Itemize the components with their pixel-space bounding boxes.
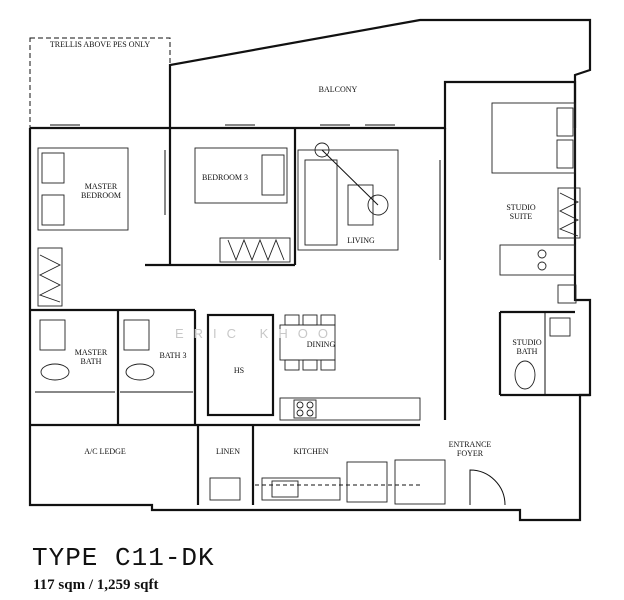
studio-wardrobe: [557, 187, 581, 239]
label-studio-bath-2: BATH: [517, 347, 538, 356]
hob-burner-1: [296, 401, 304, 409]
label-master-bedroom-2: BEDROOM: [81, 191, 121, 200]
studio-kitchenette: [499, 244, 576, 276]
hob: [293, 399, 317, 419]
balcony-wall: [168, 18, 592, 128]
studio-sink: [557, 284, 577, 304]
fridge: [346, 461, 388, 503]
label-entrance-2: FOYER: [457, 449, 484, 458]
studio-hob-1: [537, 249, 547, 259]
bath3-toilet: [125, 363, 155, 381]
label-dining: DINING: [307, 340, 336, 349]
bedroom3-bed: [194, 147, 288, 204]
floor-plan: ERIC KHOO TRELLIS ABOVE PES ONLY BALCONY…: [28, 18, 592, 522]
watermark: ERIC KHOO: [175, 326, 338, 341]
master-bath-toilet: [40, 363, 70, 381]
master-pillow-2: [41, 194, 65, 226]
label-master-bedroom-1: MASTER: [85, 182, 118, 191]
master-pillow-1: [41, 152, 65, 184]
studio-pillow-2: [556, 139, 574, 169]
sofa: [304, 159, 338, 246]
dining-chair-5: [302, 359, 318, 371]
dining-chair-6: [320, 359, 336, 371]
studio-pillow-1: [556, 107, 574, 137]
hob-burner-3: [296, 409, 304, 417]
label-trellis: TRELLIS ABOVE PES ONLY: [50, 40, 151, 49]
shoe-cabinet: [394, 459, 446, 505]
master-wardrobe: [37, 247, 63, 307]
tv-console: [347, 184, 374, 226]
hob-burner-2: [306, 401, 314, 409]
hs-room: [206, 313, 275, 417]
label-hs: HS: [234, 366, 244, 375]
label-studio-suite-1: STUDIO: [506, 203, 536, 212]
entrance-door-swing: [469, 469, 506, 506]
label-bedroom3: BEDROOM 3: [202, 173, 248, 182]
label-entrance-1: ENTRANCE: [449, 440, 492, 449]
label-bath3: BATH 3: [160, 351, 187, 360]
bedroom3-wardrobe: [219, 237, 291, 263]
studio-bed: [491, 102, 576, 174]
unit-area: 117 sqm / 1,259 sqft: [33, 577, 159, 593]
bath3-basin: [123, 319, 150, 351]
label-kitchen: KITCHEN: [293, 447, 328, 456]
label-ac-ledge: A/C LEDGE: [84, 447, 126, 456]
label-living: LIVING: [347, 236, 375, 245]
label-balcony: BALCONY: [319, 85, 358, 94]
label-master-bath-1: MASTER: [75, 348, 108, 357]
lamp-base: [367, 194, 389, 216]
kitchen-sink-counter: [261, 477, 341, 501]
dining-chair-3: [320, 314, 336, 326]
master-wardrobe-hangers: [38, 254, 62, 303]
kitchen-sink: [271, 480, 299, 498]
hob-burner-4: [306, 409, 314, 417]
master-bed: [37, 147, 129, 231]
label-linen: LINEN: [216, 447, 240, 456]
lamp-arm: [321, 149, 379, 206]
studio-bath-basin: [549, 317, 571, 337]
dining-chair-4: [284, 359, 300, 371]
bedroom3-wardrobe-hangers: [227, 238, 285, 262]
studio-hob-2: [537, 261, 547, 271]
label-studio-bath-1: STUDIO: [512, 338, 542, 347]
unit-type-title: TYPE C11-DK: [32, 543, 215, 573]
living-rug: [297, 149, 399, 251]
kitchen-counter: [279, 397, 421, 421]
lamp-top: [314, 142, 330, 158]
bedroom3-pillow: [261, 154, 285, 196]
studio-bath-toilet: [514, 360, 536, 390]
linen-cabinet: [209, 477, 241, 501]
label-studio-suite-2: SUITE: [510, 212, 533, 221]
master-bath-basin: [39, 319, 66, 351]
label-master-bath-2: BATH: [81, 357, 102, 366]
dining-chair-2: [302, 314, 318, 326]
trellis-area: [29, 37, 171, 129]
dining-chair-1: [284, 314, 300, 326]
studio-wardrobe-hangers: [558, 192, 580, 237]
